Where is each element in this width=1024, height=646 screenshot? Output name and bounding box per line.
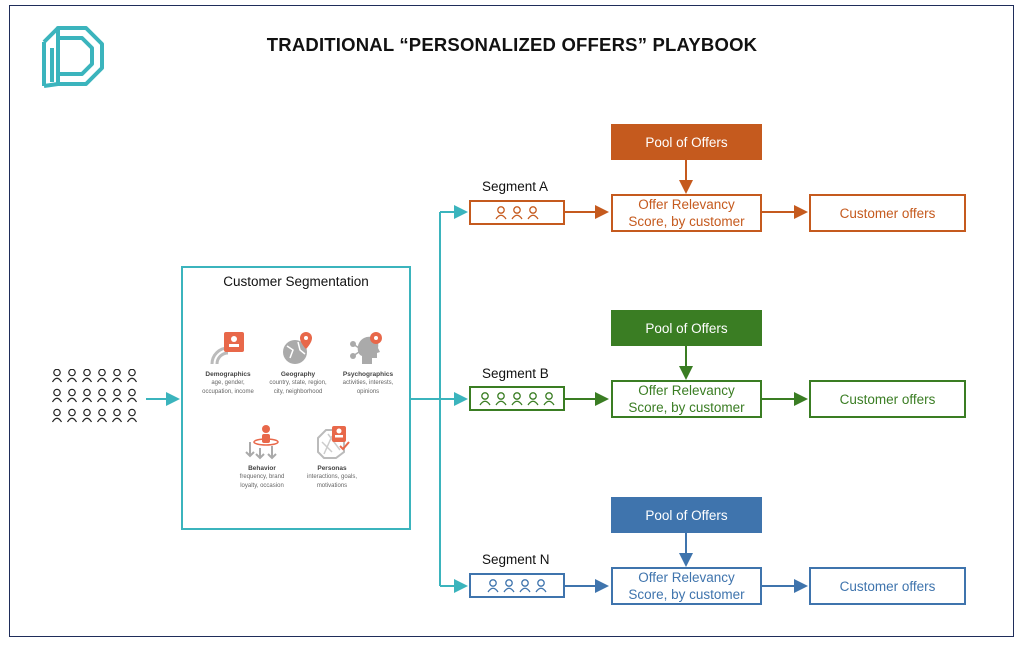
offer-relevancy-score-a: Offer Relevancy Score, by customer <box>611 194 762 232</box>
category-desc: occupation, income <box>202 389 254 395</box>
logo-icon <box>42 26 104 88</box>
category-behavior: Behavior frequency, brand loyalty, occas… <box>225 424 299 491</box>
customer-segmentation-title: Customer Segmentation <box>223 274 369 289</box>
customer-segmentation-box: Customer Segmentation Demographics age, … <box>181 266 411 530</box>
category-desc: interactions, goals, <box>306 474 358 480</box>
badge-check-icon <box>317 426 350 459</box>
score-line: Score, by customer <box>628 400 745 415</box>
segment-b-box <box>469 386 565 411</box>
globe-pin-icon <box>283 332 312 364</box>
category-personas: Personas interactions, goals, motivation… <box>295 424 369 491</box>
segment-n-box <box>469 573 565 598</box>
segment-people-icon <box>495 205 539 219</box>
pool-of-offers-b: Pool of Offers <box>611 310 762 346</box>
category-desc: frequency, brand <box>239 474 285 480</box>
customers-people-icon <box>52 369 138 423</box>
id-card-icon <box>210 332 244 365</box>
offer-relevancy-score-b: Offer Relevancy Score, by customer <box>611 380 762 418</box>
score-line: Offer Relevancy <box>638 197 735 212</box>
customer-offers-n: Customer offers <box>809 567 966 605</box>
score-line: Score, by customer <box>628 214 745 229</box>
segment-a-label: Segment A <box>482 179 549 194</box>
category-desc: age, gender, <box>211 380 245 386</box>
category-demographics: Demographics age, gender, occupation, in… <box>191 330 265 397</box>
offer-relevancy-score-n: Offer Relevancy Score, by customer <box>611 567 762 605</box>
category-psychographics: Psychographics activities, interests, op… <box>331 330 405 397</box>
segment-b-label: Segment B <box>482 366 549 381</box>
pool-of-offers-n: Pool of Offers <box>611 497 762 533</box>
category-desc: country, state, region, <box>269 380 327 386</box>
category-name: Behavior <box>248 465 276 472</box>
head-gear-icon <box>350 332 382 364</box>
category-name: Psychographics <box>342 371 394 378</box>
customer-offers-b: Customer offers <box>809 380 966 418</box>
category-desc: opinions <box>356 389 380 395</box>
segment-people-icon <box>487 578 547 592</box>
score-line: Offer Relevancy <box>638 570 735 585</box>
score-line: Score, by customer <box>628 587 745 602</box>
segment-n-label: Segment N <box>482 552 550 567</box>
category-name: Personas <box>317 465 347 472</box>
category-name: Geography <box>280 371 316 378</box>
category-desc: motivations <box>316 483 348 489</box>
pool-of-offers-a: Pool of Offers <box>611 124 762 160</box>
segment-people-icon <box>479 391 555 405</box>
category-desc: activities, interests, <box>342 380 394 386</box>
customer-offers-a: Customer offers <box>809 194 966 232</box>
category-desc: city, neighborhood <box>273 389 323 395</box>
person-arrows-icon <box>245 425 279 460</box>
category-desc: loyalty, occasion <box>240 483 284 489</box>
diagram-title: TRADITIONAL “PERSONALIZED OFFERS” PLAYBO… <box>266 34 758 55</box>
score-line: Offer Relevancy <box>638 383 735 398</box>
diagram-frame <box>9 5 1014 637</box>
category-name: Demographics <box>205 371 251 378</box>
segment-a-box <box>469 200 565 225</box>
category-geography: Geography country, state, region, city, … <box>261 330 335 397</box>
